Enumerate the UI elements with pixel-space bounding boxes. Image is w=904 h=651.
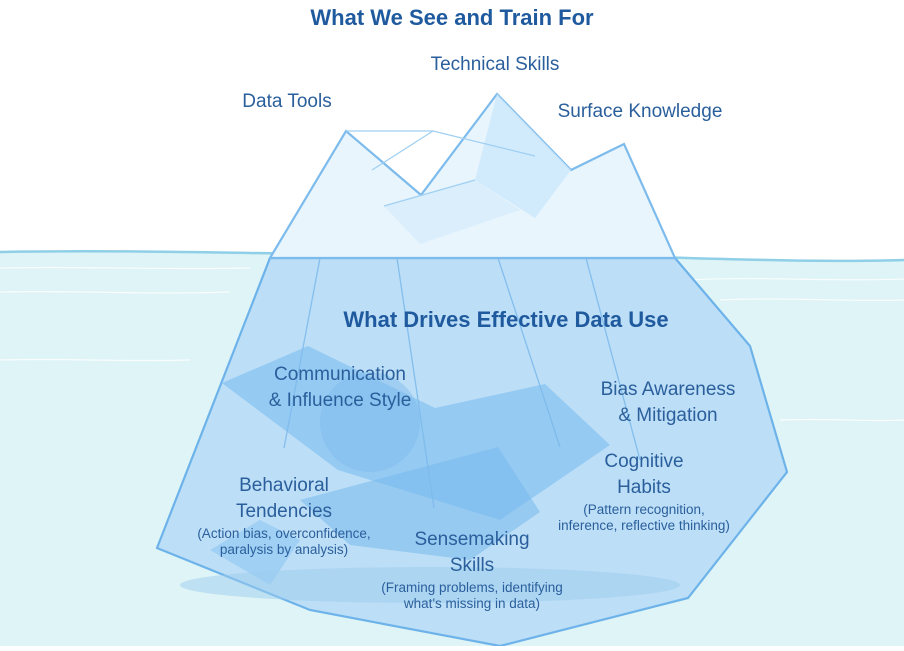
surface-knowledge-label: Surface Knowledge <box>557 101 723 122</box>
communication-label: Communication & Influence Style <box>268 364 412 411</box>
sensemaking-skills-label: Sensemaking Skills (Framing problems, id… <box>381 529 563 611</box>
facet-left <box>210 520 300 585</box>
tip-facet-1 <box>475 94 571 218</box>
cognitive-habits-label: Cognitive Habits (Pattern recognition, i… <box>558 451 730 533</box>
facet-lines <box>283 257 641 509</box>
water-ripples <box>0 266 904 422</box>
technical-skills-label: Technical Skills <box>430 54 560 75</box>
behavioral-tendencies-label: Behavioral Tendencies (Action bias, over… <box>197 475 371 557</box>
below-water-title: What Drives Effective Data Use <box>343 307 669 332</box>
top-title: What We See and Train For <box>310 5 594 30</box>
base-shadow <box>180 567 680 603</box>
facet-orb <box>320 372 420 472</box>
tip-lines <box>346 130 536 207</box>
tip-facet-2 <box>384 180 520 244</box>
data-tools-label: Data Tools <box>242 91 332 112</box>
bias-awareness-label: Bias Awareness & Mitigation <box>600 379 736 426</box>
facet-lower <box>300 447 540 560</box>
